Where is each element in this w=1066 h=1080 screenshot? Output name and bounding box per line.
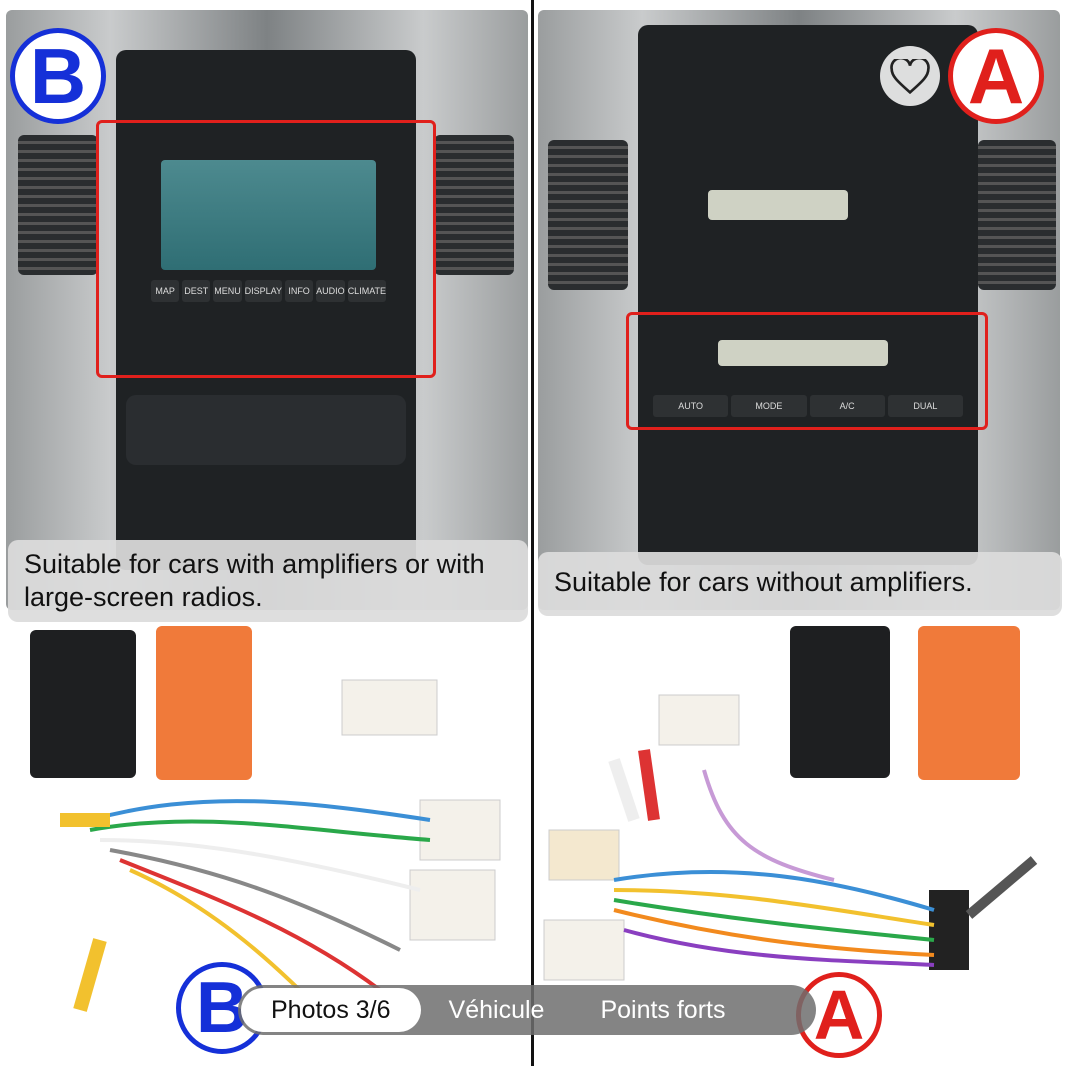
climate-label: AUTO xyxy=(653,395,729,417)
climate-label: MODE xyxy=(731,395,807,417)
highlight-box xyxy=(626,312,988,430)
tab-points-forts[interactable]: Points forts xyxy=(600,995,726,1024)
caption: Suitable for cars without amplifiers. xyxy=(538,552,1062,616)
product-photo-right: AUTO MODE A/C DUAL Suitable for cars wit… xyxy=(534,0,1066,1080)
badge-b: B xyxy=(10,28,106,124)
radio-label: DISPLAY xyxy=(244,280,282,302)
caption: Suitable for cars with amplifiers or wit… xyxy=(8,540,528,622)
tab-photos[interactable]: Photos 3/6 xyxy=(241,988,421,1032)
bottom-badge-a: A xyxy=(796,972,882,1058)
badge-a: A xyxy=(948,28,1044,124)
climate-button-row: AUTO MODE A/C DUAL xyxy=(653,395,963,417)
wiring-harness-image xyxy=(543,694,1038,981)
wiring-harness-image xyxy=(60,679,501,1022)
radio-label: CLIMATE xyxy=(347,280,387,302)
audio-converter-box xyxy=(790,626,890,778)
radio-label: DEST xyxy=(182,280,211,302)
climate-label: A/C xyxy=(809,395,885,417)
dashboard-photo: MAP DEST MENU DISPLAY INFO AUDIO CLIMATE xyxy=(6,10,528,610)
radio-label: MENU xyxy=(213,280,242,302)
climate-label: DUAL xyxy=(887,395,963,417)
radio-label: MAP xyxy=(151,280,180,302)
radio-label: AUDIO xyxy=(316,280,345,302)
radio-button-row: MAP DEST MENU DISPLAY INFO AUDIO CLIMATE xyxy=(151,280,387,302)
favorite-button[interactable] xyxy=(880,46,940,106)
heart-icon xyxy=(890,58,930,94)
media-tab-bar: Photos 3/6 Véhicule Points forts xyxy=(238,985,816,1035)
can-bus-decoder-box xyxy=(156,626,252,780)
highlight-box xyxy=(96,120,436,378)
divider xyxy=(531,0,534,1066)
radio-label: INFO xyxy=(284,280,314,302)
audio-converter-box xyxy=(30,630,136,778)
product-photo-left: MAP DEST MENU DISPLAY INFO AUDIO CLIMATE… xyxy=(0,0,532,1080)
can-bus-decoder-box xyxy=(918,626,1020,780)
tab-vehicule[interactable]: Véhicule xyxy=(448,995,545,1024)
